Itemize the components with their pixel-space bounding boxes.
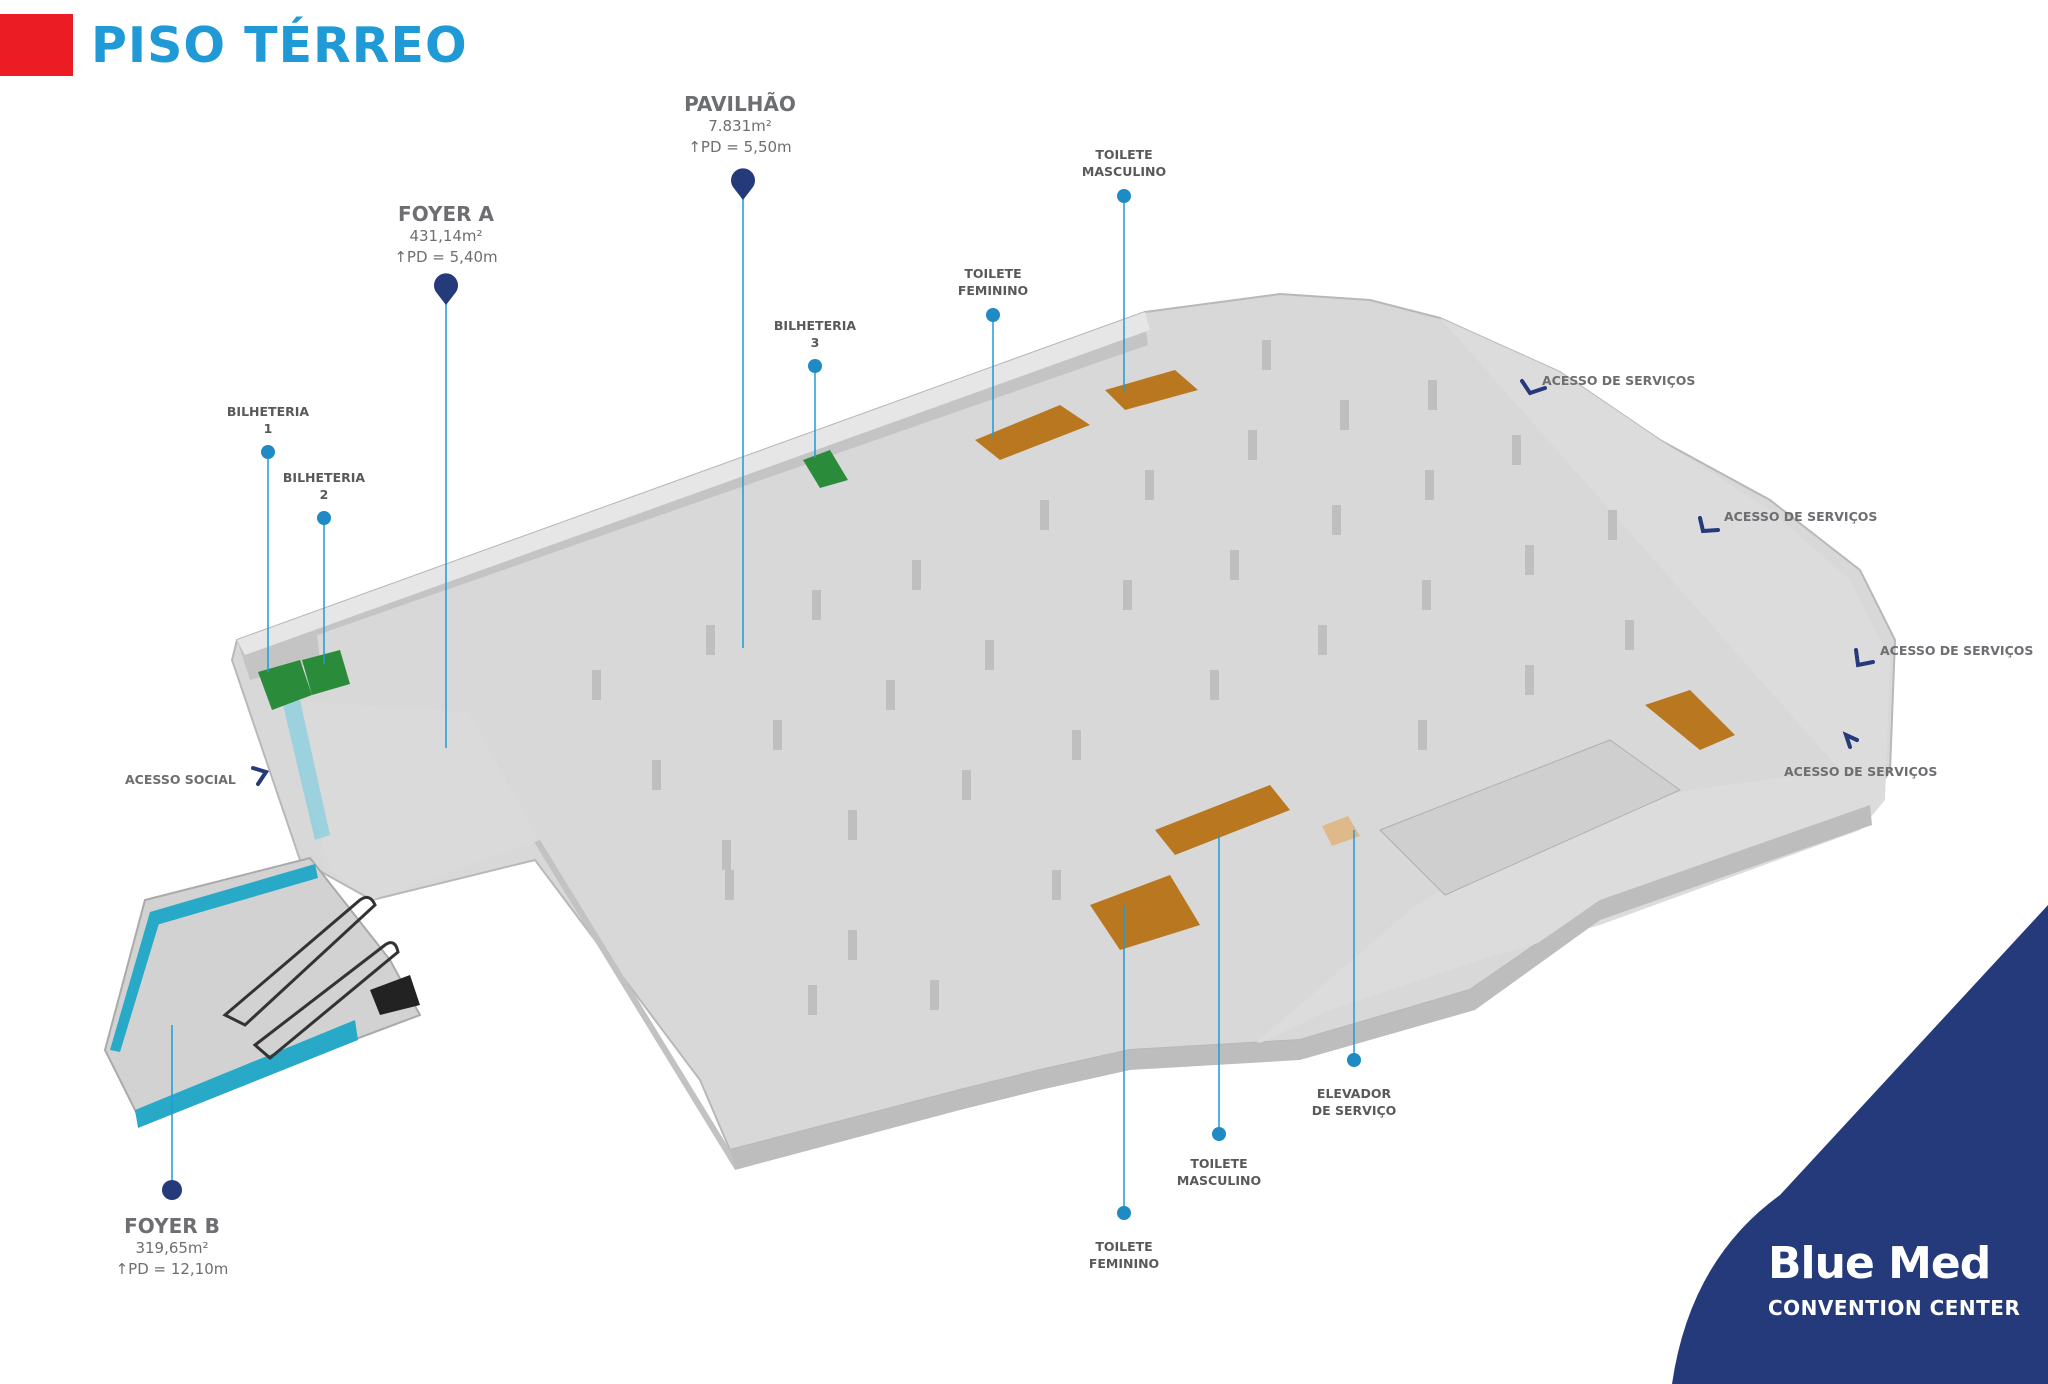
toilete-masculino-top-line2: MASCULINO (1081, 164, 1167, 179)
label-acesso-social: ACESSO SOCIAL (125, 772, 236, 787)
brand-logo: Blue Med CONVENTION CENTER (1768, 1238, 2021, 1321)
bilheteria-2-line1: BILHETERIA (282, 470, 366, 485)
elevator-box (1322, 816, 1360, 846)
chevron-arrow-icon (251, 379, 1875, 786)
restroom-bottom-1 (1155, 785, 1290, 855)
foyer-b-height: ↑PD = 12,10m (115, 1260, 229, 1278)
pavilhao-name: PAVILHÃO (684, 92, 796, 116)
bilheteria-1-booth (258, 660, 312, 710)
columns (592, 340, 1634, 1015)
foyer-b-floor (103, 856, 422, 1122)
foyer-a-glass (283, 700, 330, 840)
page-title: PISO TÉRREO (91, 16, 468, 74)
leader-lines (171, 187, 1355, 1213)
foyer-b-name: FOYER B (124, 1214, 220, 1238)
foyer-a-height: ↑PD = 5,40m (394, 248, 498, 266)
back-wall (237, 325, 1148, 680)
label-acesso-servicos-2: ACESSO DE SERVIÇOS (1724, 509, 1878, 524)
toilete-masculino-top-line1: TOILETE (1095, 147, 1153, 162)
toilete-feminino-top-line2: FEMININO (957, 283, 1029, 298)
label-toilete-feminino-top: TOILETE FEMININO (933, 265, 1053, 299)
foyer-b-glass-bottom (135, 1020, 358, 1128)
brand-subtitle: CONVENTION CENTER (1768, 1296, 2021, 1320)
label-acesso-servicos-1: ACESSO DE SERVIÇOS (1542, 373, 1696, 388)
label-acesso-servicos-4: ACESSO DE SERVIÇOS (1784, 764, 1938, 779)
toilete-feminino-top-line1: TOILETE (964, 266, 1022, 281)
label-pavilhao: PAVILHÃO 7.831m² ↑PD = 5,50m (640, 92, 840, 158)
toilete-feminino-bottom-line2: FEMININO (1088, 1256, 1160, 1271)
escalators (222, 895, 400, 1060)
label-bilheteria-3: BILHETERIA 3 (755, 317, 875, 351)
label-foyer-b: FOYER B 319,65m² ↑PD = 12,10m (72, 1214, 272, 1280)
bilheteria-3-line1: BILHETERIA (773, 318, 857, 333)
label-bilheteria-1: BILHETERIA 1 (208, 403, 328, 437)
left-front-wall (470, 712, 735, 1170)
bilheteria-1-line2: 1 (263, 421, 273, 436)
foyer-a-floor (280, 700, 540, 900)
label-bilheteria-2: BILHETERIA 2 (264, 469, 384, 503)
foyer-a-area: 431,14m² (409, 227, 483, 245)
pavilhao-area: 7.831m² (708, 117, 772, 135)
bilheteria-3-booth (803, 450, 848, 488)
restroom-top-feminino (975, 405, 1090, 460)
service-block (1379, 739, 1682, 896)
label-elevador: ELEVADOR DE SERVIÇO (1294, 1085, 1414, 1119)
elevador-line2: DE SERVIÇO (1311, 1103, 1397, 1118)
label-foyer-a: FOYER A 431,14m² ↑PD = 5,40m (346, 202, 546, 268)
label-toilete-feminino-bottom: TOILETE FEMININO (1064, 1238, 1184, 1272)
restroom-top-masculino (1105, 370, 1198, 410)
page-title-block: PISO TÉRREO (0, 14, 468, 76)
foyer-b-glass-top (150, 864, 318, 926)
foyer-b-area: 319,65m² (135, 1239, 209, 1257)
foyer-b-glass-left (110, 912, 160, 1052)
brand-name: Blue Med (1768, 1238, 1991, 1289)
label-toilete-masculino-top: TOILETE MASCULINO (1064, 146, 1184, 180)
label-acesso-servicos-3: ACESSO DE SERVIÇOS (1880, 643, 2034, 658)
escalator-pit (370, 975, 420, 1015)
toilete-masculino-bottom-line2: MASCULINO (1176, 1173, 1262, 1188)
bilheteria-2-booth (302, 650, 350, 695)
elevador-line1: ELEVADOR (1316, 1086, 1392, 1101)
map-pin-icon (162, 168, 755, 1200)
restroom-right (1645, 690, 1735, 750)
bilheteria-2-line2: 2 (319, 487, 329, 502)
building (103, 292, 1897, 1170)
bilheteria-3-line2: 3 (810, 335, 820, 350)
pavilhao-height: ↑PD = 5,50m (688, 138, 792, 156)
title-accent-square (0, 14, 73, 76)
restroom-bottom-2 (1090, 875, 1200, 950)
toilete-feminino-bottom-line1: TOILETE (1095, 1239, 1153, 1254)
dot-marker-icon (261, 189, 1361, 1220)
brand-corner-shape (1672, 905, 2048, 1384)
label-toilete-masculino-bottom: TOILETE MASCULINO (1159, 1155, 1279, 1189)
back-wall-top (237, 312, 1150, 655)
foyer-a-name: FOYER A (398, 202, 494, 226)
bilheteria-1-line1: BILHETERIA (226, 404, 310, 419)
toilete-masculino-bottom-line1: TOILETE (1190, 1156, 1248, 1171)
front-wall (730, 805, 1872, 1170)
